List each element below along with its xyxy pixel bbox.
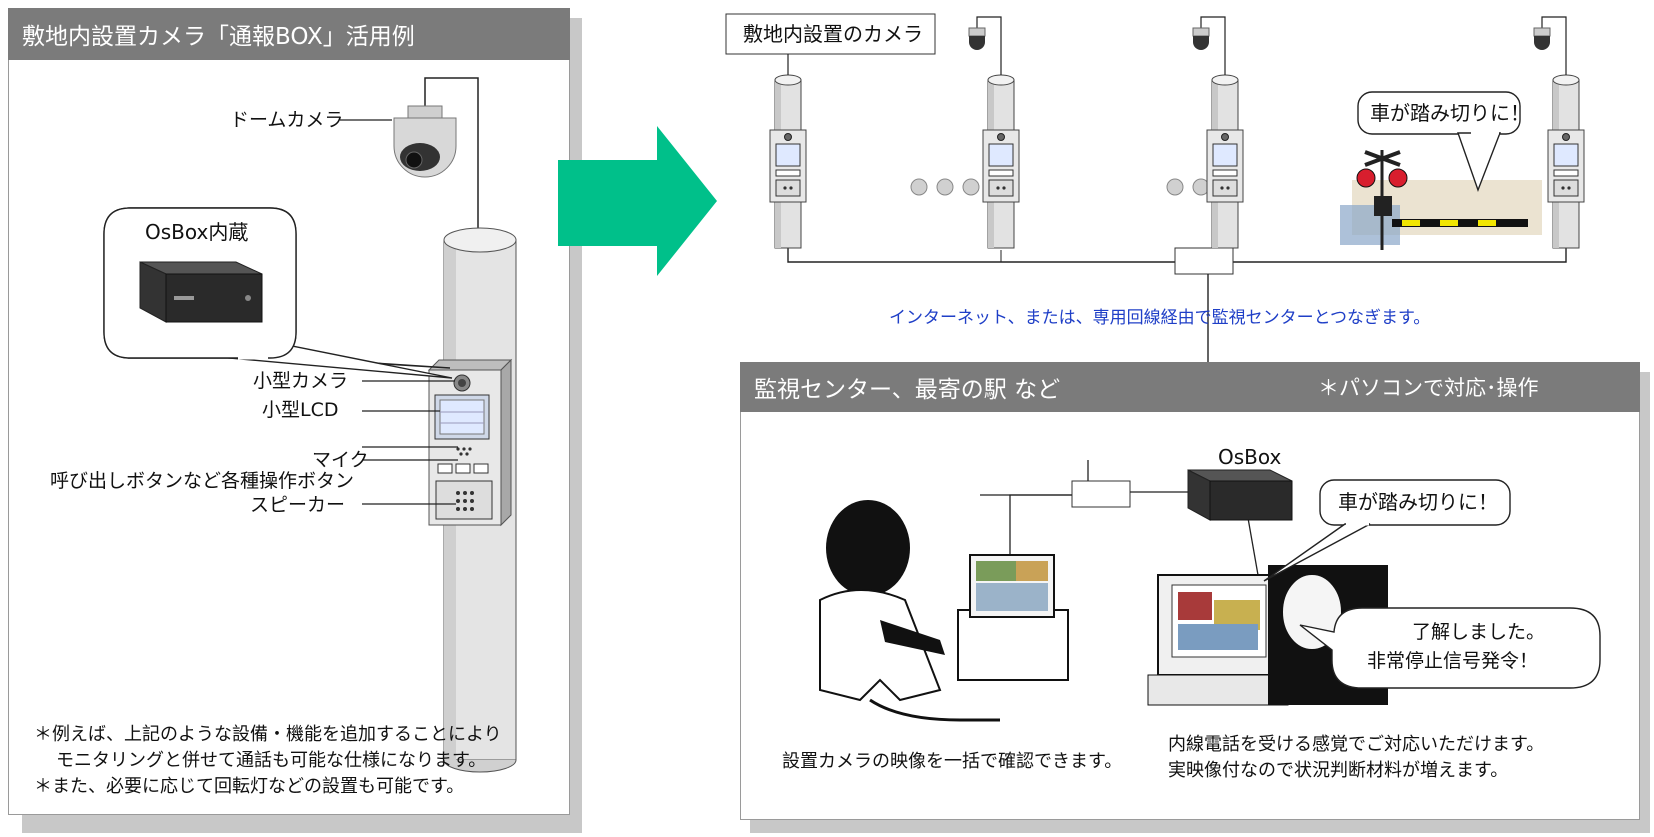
speaker-label: スピーカー bbox=[250, 494, 346, 516]
caption-left: 設置カメラの映像を一括で確認できます。 bbox=[782, 751, 1123, 772]
crossing-bubble-text: 車が踏み切りに！ bbox=[1370, 101, 1530, 125]
osbox-label: OsBox bbox=[1218, 445, 1282, 469]
right-panel-title: 監視センター、最寄の駅 など bbox=[754, 377, 1061, 403]
network-caption: インターネット、または、専用回線経由で監視センターとつなぎます。 bbox=[889, 308, 1431, 328]
caption-right-1: 内線電話を受ける感覚でご対応いただけます。 bbox=[1168, 734, 1545, 755]
right-panel-header: 監視センター、最寄の駅 など bbox=[740, 362, 1640, 412]
left-panel-title: 敷地内設置カメラ「通報BOX」活用例 bbox=[8, 8, 570, 60]
camera-label: 敷地内設置のカメラ bbox=[743, 22, 923, 46]
buttons-label: 呼び出しボタンなど各種操作ボタン bbox=[50, 470, 355, 492]
osbox-device-icon bbox=[139, 261, 263, 323]
reply-line-2: 非常停止信号発令！ bbox=[1367, 650, 1539, 672]
pole-camera-unit-icon bbox=[1192, 16, 1244, 249]
railroad-crossing-icon bbox=[1340, 150, 1542, 250]
osbox-small-icon bbox=[1187, 469, 1293, 521]
alert-bubble-text: 車が踏み切りに！ bbox=[1338, 490, 1498, 514]
pole-camera-unit-icon bbox=[968, 16, 1020, 249]
mic-label: マイク bbox=[312, 449, 369, 471]
reply-line-1: 了解しました。 bbox=[1412, 621, 1546, 643]
pole-camera-unit-icon bbox=[769, 54, 807, 249]
operator-left-icon bbox=[819, 500, 1069, 722]
small-lcd-label: 小型LCD bbox=[262, 399, 339, 421]
dome-camera-label: ドームカメラ bbox=[230, 109, 344, 131]
small-camera-label: 小型カメラ bbox=[253, 370, 349, 392]
note-line-3: ＊また、必要に応じて回転灯などの設置も可能です。 bbox=[34, 776, 465, 797]
note-line-1: ＊例えば、上記のような設備・機能を追加することにより bbox=[34, 724, 502, 745]
osbox-callout-label: OsBox内蔵 bbox=[145, 220, 249, 244]
dome-camera-icon bbox=[393, 105, 457, 178]
pole-camera-unit-icon bbox=[1533, 16, 1585, 249]
caption-right-2: 実映像付なので状況判断材料が増えます。 bbox=[1168, 760, 1509, 781]
note-line-2: モニタリングと併せて通話も可能な仕様になります。 bbox=[56, 750, 487, 771]
right-panel-subtitle: ＊パソコンで対応･操作 bbox=[1318, 376, 1539, 400]
